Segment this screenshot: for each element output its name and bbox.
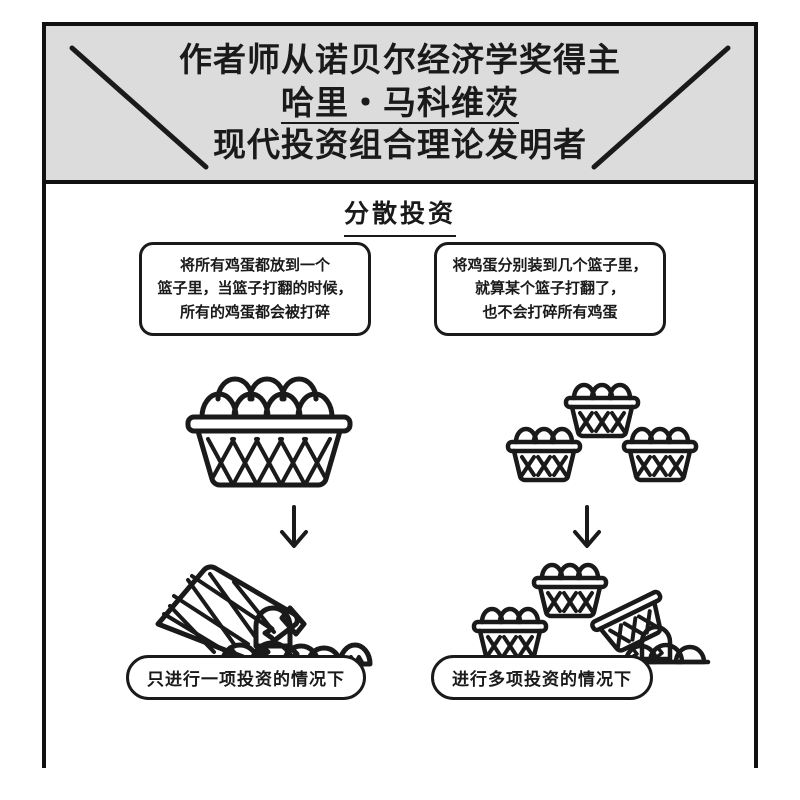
bubble-left-line-2: 篮子里，当篮子打翻的时候，	[157, 280, 353, 298]
section-title-text: 分散投资	[343, 194, 456, 237]
deco-diagonal-right	[591, 45, 731, 170]
header-line-3-wrap: 现代投资组合理论发明者	[46, 124, 754, 167]
caption-single-investment: 只进行一项投资的情况下	[126, 655, 366, 700]
bubble-right-line-1: 将鸡蛋分别装到几个篮子里，	[452, 257, 648, 274]
poster-header: 作者师从诺贝尔经济学奖得主 哈里・马科维茨 现代投资组合理论发明者	[46, 26, 754, 184]
poster-body: 分散投资 将所有鸡蛋都放到一个 篮子里，当篮子打翻的时候， 所有的鸡蛋都会被打碎…	[46, 184, 754, 768]
down-arrow-icon-right	[573, 505, 601, 548]
three-small-baskets-with-eggs-icon	[505, 382, 699, 483]
header-line-1-wrap: 作者师从诺贝尔经济学奖得主	[46, 39, 754, 82]
caption-right-text: 进行多项投资的情况下	[452, 670, 632, 689]
one-large-basket-with-eggs-icon	[185, 376, 353, 488]
poster-frame: 作者师从诺贝尔经济学奖得主 哈里・马科维茨 现代投资组合理论发明者 分散投资 将…	[42, 22, 758, 768]
header-line-1: 作者师从诺贝尔经济学奖得主	[179, 41, 621, 78]
header-title-block: 作者师从诺贝尔经济学奖得主 哈里・马科维茨 现代投资组合理论发明者	[46, 39, 754, 167]
two-intact-baskets-one-tipped-basket-icon	[471, 562, 711, 665]
down-arrow-icon-left	[280, 505, 308, 548]
bubble-single-investment: 将所有鸡蛋都放到一个 篮子里，当篮子打翻的时候， 所有的鸡蛋都会被打碎	[139, 242, 371, 336]
section-title: 分散投资	[46, 194, 754, 237]
header-line-2-wrap: 哈里・马科维茨	[46, 82, 754, 124]
caption-left-text: 只进行一项投资的情况下	[147, 670, 345, 689]
bubble-left-line-1: 将所有鸡蛋都放到一个	[179, 257, 330, 274]
bubble-right-line-3: 也不会打碎所有鸡蛋	[482, 303, 618, 321]
bubble-left-line-3: 所有的鸡蛋都会被打碎	[179, 303, 330, 321]
header-line-3: 现代投资组合理论发明者	[213, 126, 587, 163]
tipped-basket-with-broken-eggs-icon	[155, 564, 373, 667]
caption-multiple-investments: 进行多项投资的情况下	[431, 655, 653, 700]
bubble-right-line-2: 就算某个篮子打翻了，	[474, 280, 625, 298]
header-line-2: 哈里・马科维茨	[281, 82, 519, 124]
bubble-multiple-investments: 将鸡蛋分别装到几个篮子里， 就算某个篮子打翻了， 也不会打碎所有鸡蛋	[434, 242, 666, 336]
deco-diagonal-left	[69, 45, 209, 170]
